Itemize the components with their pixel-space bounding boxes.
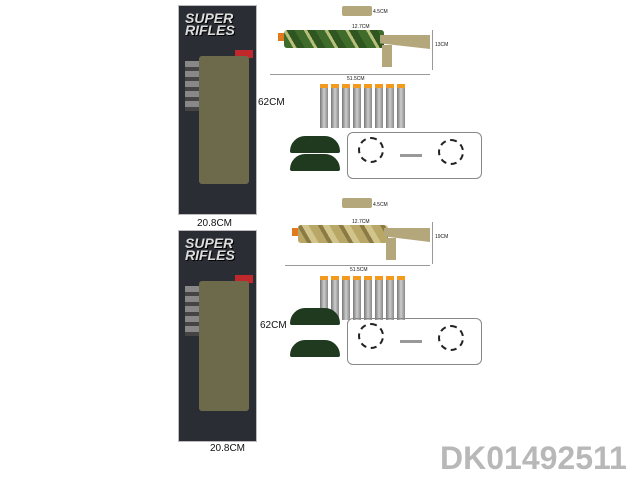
rifle-tip: [292, 228, 298, 236]
target-illustration: [347, 132, 482, 179]
rifle-length-label: 51.5CM: [347, 76, 365, 82]
target-icon: [438, 139, 464, 165]
target-illustration: [347, 318, 482, 365]
rifle-tip: [278, 33, 284, 41]
rifle-height-label: 13CM: [435, 42, 449, 48]
scope-height-label: 4.5CM: [373, 202, 388, 208]
scope-image: [342, 198, 372, 208]
target-pad: [290, 136, 340, 153]
card-width-label: 20.8CM: [197, 218, 233, 229]
card-badge: [235, 50, 253, 58]
target-icon: [358, 323, 384, 349]
scope-image: [342, 6, 372, 16]
target-pad: [290, 308, 340, 325]
card-title: SUPER RIFLES: [185, 10, 235, 38]
arrow-icon: [400, 154, 422, 157]
card-height-label: 62CM: [260, 320, 287, 331]
foam-darts: [320, 84, 405, 128]
card-rifle: [199, 281, 249, 411]
foam-darts: [320, 276, 405, 320]
packaging-card: SUPER RIFLES: [178, 5, 257, 215]
watermark: DK01492511: [440, 440, 627, 476]
card-rifle: [199, 56, 249, 184]
target-pad: [290, 340, 340, 357]
scope-length-label: 12.7CM: [352, 219, 370, 225]
card-darts: [185, 286, 201, 336]
rifle-length-label: 51.5CM: [350, 267, 368, 273]
target-icon: [438, 325, 464, 351]
rifle-body: [284, 30, 384, 48]
rifle-height-label: 19CM: [435, 234, 449, 240]
target-icon: [358, 137, 384, 163]
card-title: SUPER RIFLES: [185, 235, 235, 263]
rifle-grip: [386, 238, 396, 260]
scope-length-label: 12.7CM: [352, 24, 370, 30]
rifle-grip: [382, 45, 392, 67]
card-badge: [235, 275, 253, 283]
card-darts: [185, 61, 201, 111]
scope-height-label: 4.5CM: [373, 9, 388, 15]
packaging-card: SUPER RIFLES: [178, 230, 257, 442]
arrow-icon: [400, 340, 422, 343]
card-width-label: 20.8CM: [210, 443, 246, 454]
card-height-label: 62CM: [258, 97, 285, 108]
rifle-body: [298, 225, 388, 243]
target-pad: [290, 154, 340, 171]
